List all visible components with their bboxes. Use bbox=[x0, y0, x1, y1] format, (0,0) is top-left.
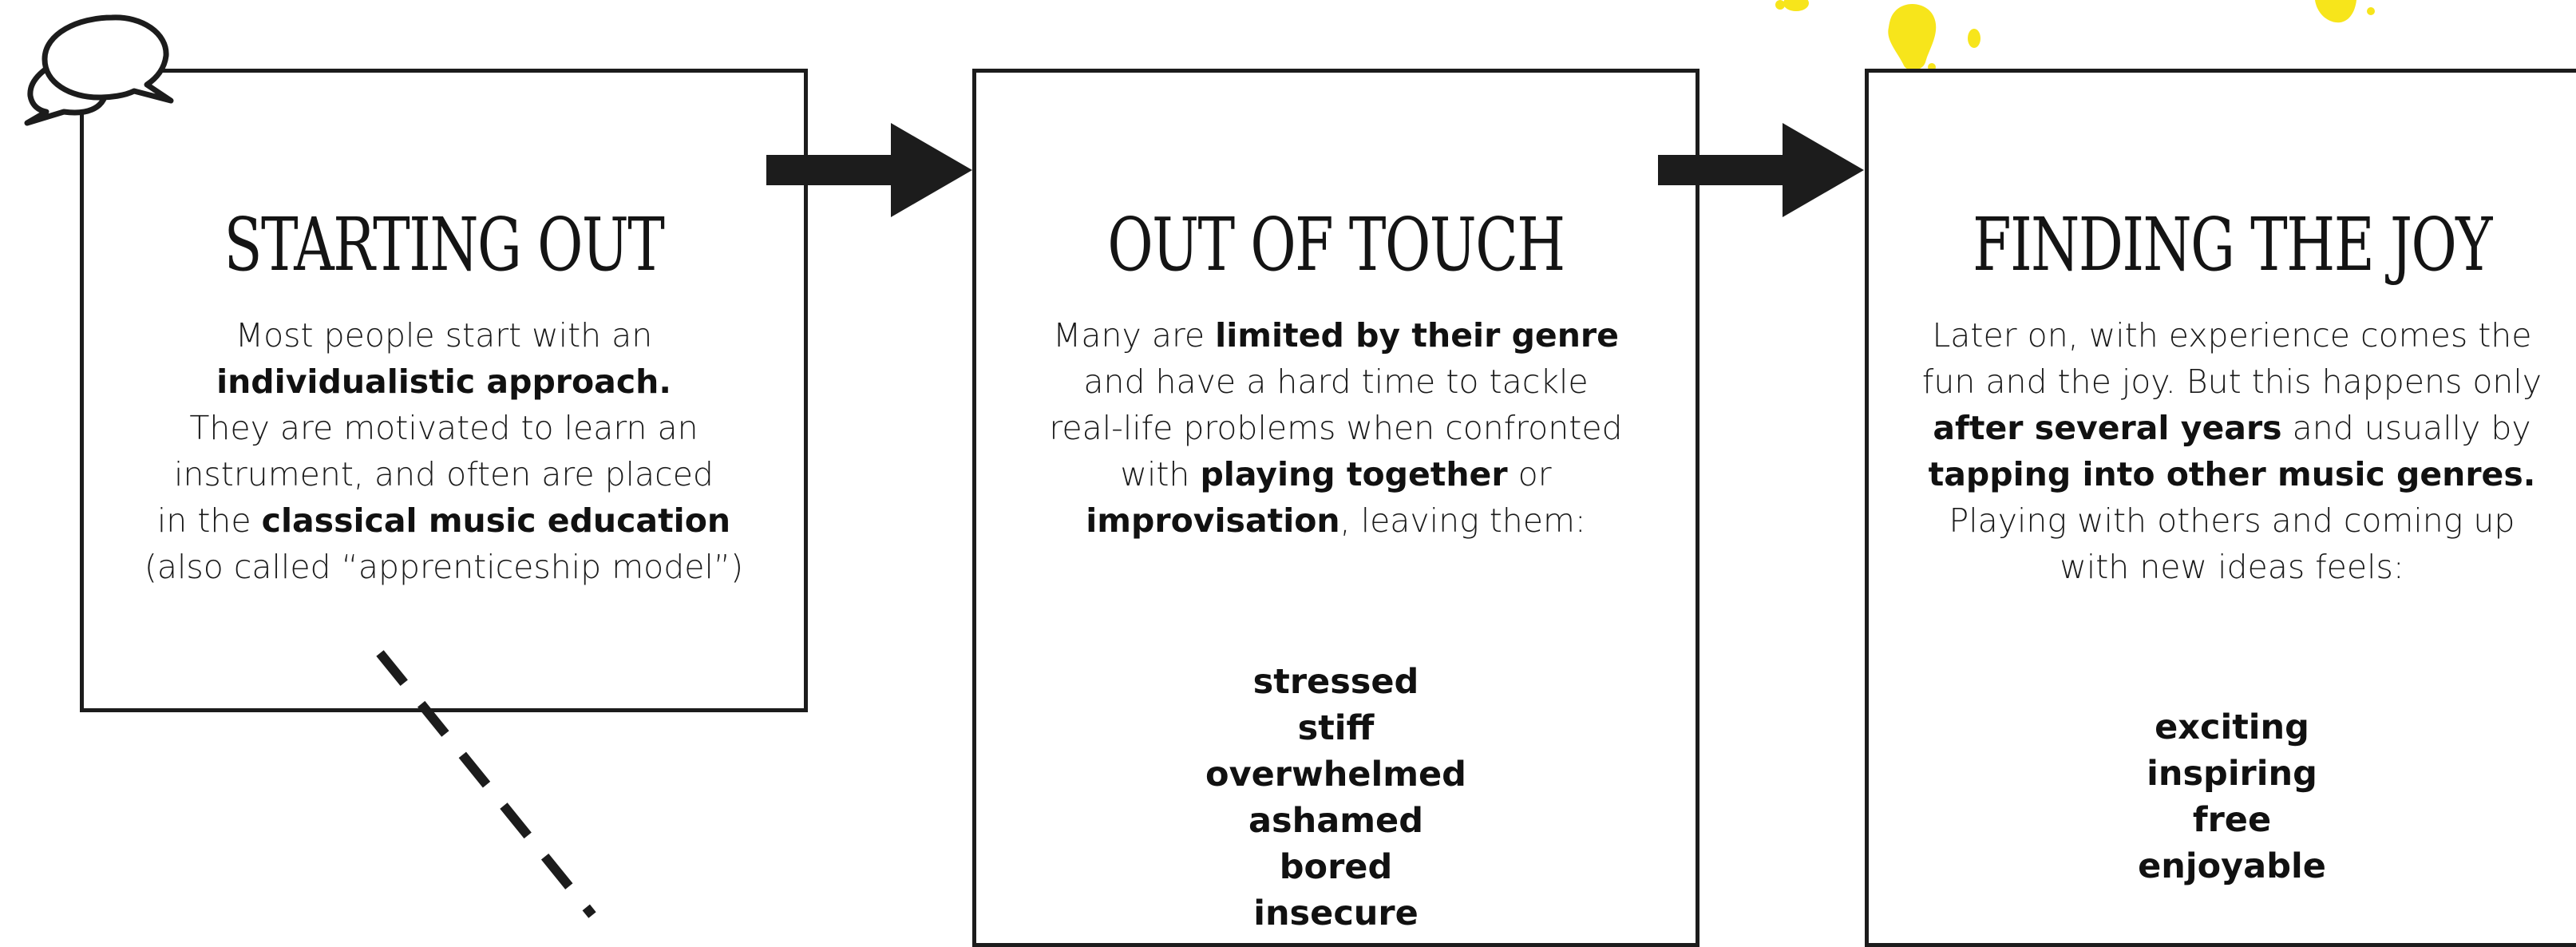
emphasis-text: improvisation bbox=[1086, 501, 1339, 540]
plain-text: Playing with others and coming up bbox=[1949, 501, 2515, 540]
plain-text: Most people start with an bbox=[235, 316, 653, 355]
step-finding-the-joy-box: FINDING THE JOY Later on, with experienc… bbox=[1865, 69, 2576, 947]
plain-text: and have a hard time to tackle bbox=[1083, 363, 1588, 401]
plain-text: instrument, and often are placed bbox=[174, 455, 714, 493]
step-title: OUT OF TOUCH bbox=[1062, 208, 1609, 282]
emphasis-text: classical music education bbox=[262, 501, 730, 540]
feeling-item: bored bbox=[976, 844, 1696, 890]
feeling-item: stressed bbox=[976, 659, 1696, 705]
plain-text: with bbox=[1120, 455, 1200, 493]
description-line: in the classical music education bbox=[84, 497, 804, 544]
feeling-item: enjoyable bbox=[1869, 843, 2576, 890]
description-line: Most people start with an bbox=[84, 312, 804, 359]
emphasis-text: playing together bbox=[1200, 455, 1507, 493]
description-line: improvisation, leaving them: bbox=[976, 497, 1696, 544]
description-line: with new ideas feels: bbox=[1869, 544, 2576, 590]
description-line: They are motivated to learn an bbox=[84, 405, 804, 451]
feeling-item: insecure bbox=[976, 890, 1696, 937]
arrow-right-icon bbox=[1656, 121, 1866, 219]
description-line: Many are limited by their genre bbox=[976, 312, 1696, 359]
plain-text: They are motivated to learn an bbox=[189, 409, 698, 447]
plain-text: or bbox=[1508, 455, 1552, 493]
dashed-path-line bbox=[367, 647, 607, 934]
speech-bubbles-icon bbox=[22, 10, 182, 129]
plain-text: (also called “apprenticeship model”) bbox=[144, 548, 743, 586]
step-title: FINDING THE JOY bbox=[1956, 208, 2508, 282]
emphasis-text: individualistic approach. bbox=[216, 363, 671, 401]
plain-text: and usually by bbox=[2282, 409, 2531, 447]
description-line: real-life problems when confronted bbox=[976, 405, 1696, 451]
plain-text: with new ideas feels: bbox=[2060, 548, 2404, 586]
description-line: with playing together or bbox=[976, 451, 1696, 497]
step-description: Later on, with experience comes the fun a… bbox=[1869, 312, 2576, 590]
feeling-item: exciting bbox=[1869, 704, 2576, 751]
step-out-of-touch-box: OUT OF TOUCH Many are limited by their g… bbox=[972, 69, 1700, 947]
description-line: Playing with others and coming up bbox=[1869, 497, 2576, 544]
plain-text: Many are bbox=[1053, 316, 1215, 355]
arrow-right-icon bbox=[765, 121, 974, 219]
feeling-item: overwhelmed bbox=[976, 751, 1696, 798]
paint-splatter bbox=[1756, 0, 2395, 80]
description-line: after several years and usually by bbox=[1869, 405, 2576, 451]
feeling-item: ashamed bbox=[976, 798, 1696, 844]
description-line: Later on, with experience comes the bbox=[1869, 312, 2576, 359]
step-title: STARTING OUT bbox=[170, 208, 718, 282]
emphasis-text: tapping into other music genres. bbox=[1929, 455, 2536, 493]
feeling-item: free bbox=[1869, 797, 2576, 843]
plain-text: Later on, with experience comes the bbox=[1932, 316, 2531, 355]
feeling-item: stiff bbox=[976, 705, 1696, 751]
plain-text: real-life problems when confronted bbox=[1049, 409, 1622, 447]
step-description: Many are limited by their genre and have … bbox=[976, 312, 1696, 544]
description-line: individualistic approach. bbox=[84, 359, 804, 405]
step-description: Most people start with an individualistic… bbox=[84, 312, 804, 590]
plain-text: in the bbox=[157, 501, 262, 540]
description-line: fun and the joy. But this happens only bbox=[1869, 359, 2576, 405]
description-line: tapping into other music genres. bbox=[1869, 451, 2576, 497]
description-line: and have a hard time to tackle bbox=[976, 359, 1696, 405]
emphasis-text: after several years bbox=[1933, 409, 2281, 447]
plain-text: , leaving them: bbox=[1340, 501, 1586, 540]
emphasis-text: limited by their genre bbox=[1215, 316, 1619, 355]
step-starting-out-box: STARTING OUT Most people start with an in… bbox=[80, 69, 808, 712]
feeling-item: inspiring bbox=[1869, 751, 2576, 797]
description-line: (also called “apprenticeship model”) bbox=[84, 544, 804, 590]
description-line: instrument, and often are placed bbox=[84, 451, 804, 497]
plain-text: fun and the joy. But this happens only bbox=[1922, 363, 2542, 401]
